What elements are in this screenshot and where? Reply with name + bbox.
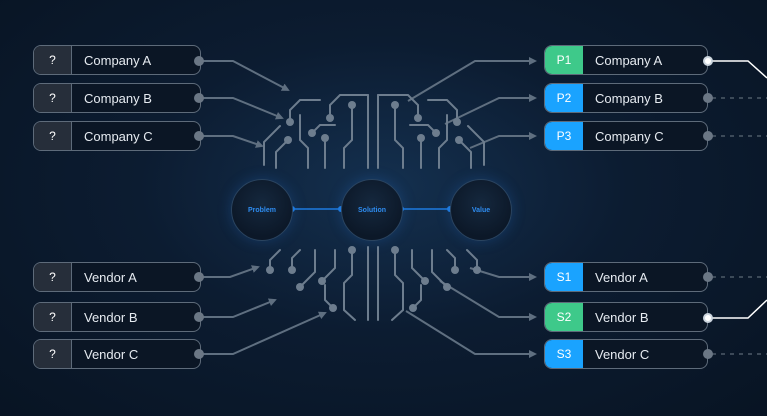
unknown-badge: ? bbox=[34, 340, 72, 368]
vendor-label: Vendor C bbox=[595, 346, 650, 362]
vendor-label: Vendor C bbox=[84, 346, 139, 362]
connector-dot bbox=[194, 312, 204, 322]
connector-dot bbox=[703, 272, 713, 282]
problem-node: Problem bbox=[231, 179, 293, 241]
brain-circuit bbox=[263, 94, 485, 321]
company-label: Company B bbox=[84, 90, 152, 106]
p2-badge: P2 bbox=[545, 84, 583, 112]
left-company-b[interactable]: ? Company B bbox=[33, 83, 201, 113]
connector-dot bbox=[194, 349, 204, 359]
arrow-company-c bbox=[203, 135, 264, 148]
connector-dot bbox=[703, 93, 713, 103]
unknown-badge: ? bbox=[34, 303, 72, 331]
right-company-b[interactable]: P2 Company B bbox=[544, 83, 708, 113]
company-label: Company C bbox=[595, 128, 664, 144]
value-node: Value bbox=[450, 179, 512, 241]
vendor-label: Vendor A bbox=[84, 269, 137, 285]
arrow-p1 bbox=[407, 57, 537, 102]
company-label: Company A bbox=[84, 52, 152, 68]
vendor-label: Vendor B bbox=[595, 309, 649, 325]
right-vendor-b[interactable]: S2 Vendor B bbox=[544, 302, 708, 332]
arrow-company-a bbox=[203, 60, 290, 91]
unknown-badge: ? bbox=[34, 46, 72, 74]
unknown-badge: ? bbox=[34, 122, 72, 150]
vendor-label: Vendor A bbox=[595, 269, 648, 285]
arrow-s2 bbox=[439, 280, 537, 321]
vendor-label: Vendor B bbox=[84, 309, 138, 325]
solution-node: Solution bbox=[341, 179, 403, 241]
s1-badge: S1 bbox=[545, 263, 583, 291]
right-company-c[interactable]: P3 Company C bbox=[544, 121, 708, 151]
left-vendor-b[interactable]: ? Vendor B bbox=[33, 302, 201, 332]
left-vendor-a[interactable]: ? Vendor A bbox=[33, 262, 201, 292]
connector-dot-active bbox=[703, 56, 713, 66]
left-company-a[interactable]: ? Company A bbox=[33, 45, 201, 75]
connector-dot bbox=[194, 131, 204, 141]
arrow-p3 bbox=[469, 132, 537, 149]
s3-badge: S3 bbox=[545, 340, 583, 368]
right-vendor-a[interactable]: S1 Vendor A bbox=[544, 262, 708, 292]
right-vendor-c[interactable]: S3 Vendor C bbox=[544, 339, 708, 369]
p3-badge: P3 bbox=[545, 122, 583, 150]
connector-dot bbox=[194, 56, 204, 66]
right-exit-lines bbox=[712, 60, 767, 319]
company-label: Company A bbox=[595, 52, 663, 68]
arrow-p2 bbox=[444, 94, 537, 125]
arrow-s3 bbox=[405, 310, 537, 358]
left-vendor-c[interactable]: ? Vendor C bbox=[33, 339, 201, 369]
arrow-vendor-b bbox=[203, 298, 277, 318]
left-input-arrows bbox=[203, 60, 327, 355]
right-output-arrows bbox=[405, 57, 537, 358]
unknown-badge: ? bbox=[34, 263, 72, 291]
company-label: Company B bbox=[595, 90, 663, 106]
arrow-vendor-a bbox=[203, 265, 260, 278]
connector-dot bbox=[703, 131, 713, 141]
p1-badge: P1 bbox=[545, 46, 583, 74]
connector-dot bbox=[194, 272, 204, 282]
connector-dot bbox=[703, 349, 713, 359]
right-dashed-lines bbox=[712, 97, 767, 355]
arrow-company-b bbox=[203, 97, 284, 120]
s2-badge: S2 bbox=[545, 303, 583, 331]
unknown-badge: ? bbox=[34, 84, 72, 112]
connector-dot-active bbox=[703, 313, 713, 323]
right-company-a[interactable]: P1 Company A bbox=[544, 45, 708, 75]
left-company-c[interactable]: ? Company C bbox=[33, 121, 201, 151]
arrow-vendor-c bbox=[203, 311, 327, 355]
brain-circuit-nodes bbox=[266, 101, 481, 312]
company-label: Company C bbox=[84, 128, 153, 144]
connector-dot bbox=[194, 93, 204, 103]
